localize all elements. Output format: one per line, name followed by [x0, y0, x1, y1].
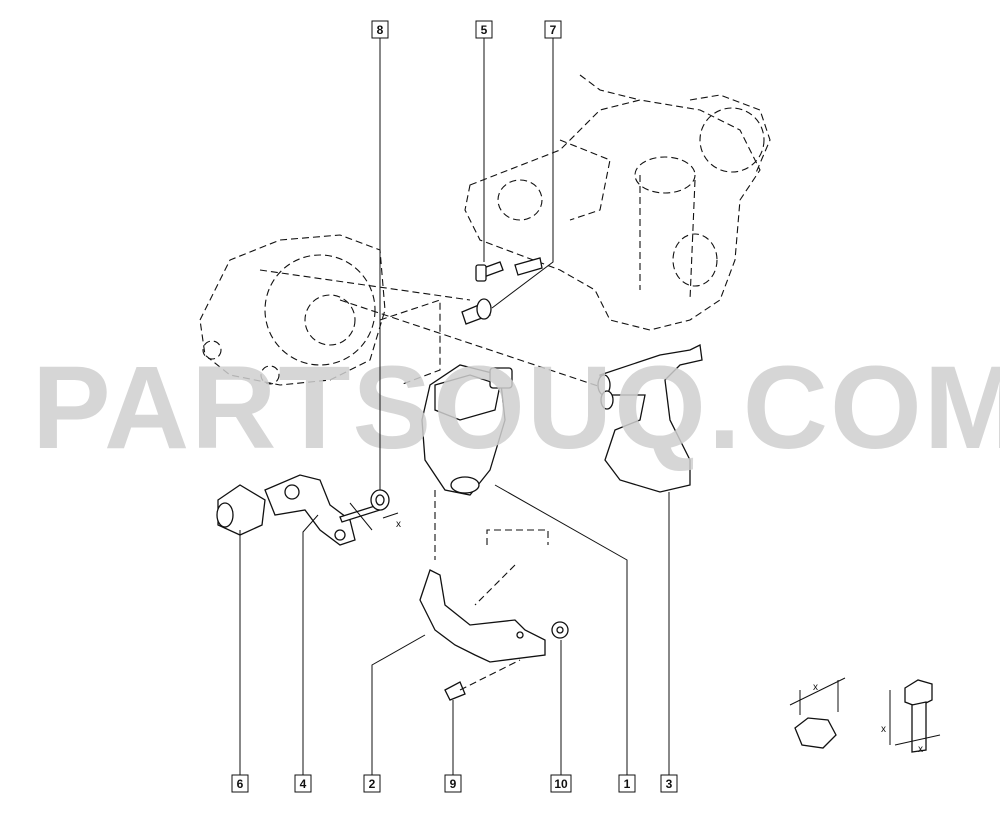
heat-shield-part-2 [419, 569, 546, 663]
callout-1[interactable]: 1 [618, 774, 636, 793]
svg-text:8: 8 [377, 23, 384, 37]
bolt-part-5 [475, 257, 543, 282]
svg-text:7: 7 [550, 23, 557, 37]
nut-dimension-icon: x [789, 677, 846, 749]
callout-5[interactable]: 5 [475, 20, 493, 39]
svg-text:x: x [918, 744, 923, 755]
nut-part-10 [551, 621, 569, 639]
callout-6[interactable]: 6 [231, 774, 249, 793]
callout-3[interactable]: 3 [660, 774, 678, 793]
svg-text:9: 9 [450, 777, 457, 791]
dimension-x-label: x [396, 519, 401, 530]
callout-8[interactable]: 8 [371, 20, 389, 39]
turbocharger-assembly [464, 74, 771, 331]
egr-valve-part-1 [421, 364, 513, 496]
bolt-dimension-icon: x x [881, 679, 941, 755]
callout-9[interactable]: 9 [444, 774, 462, 793]
svg-text:1: 1 [624, 777, 631, 791]
svg-text:x: x [813, 682, 818, 693]
bracket-part-4 [264, 474, 356, 546]
svg-text:x: x [881, 724, 886, 735]
svg-text:2: 2 [369, 777, 376, 791]
leader-lines [239, 38, 670, 775]
dashed-guide-lines [259, 269, 611, 606]
connector-part-6 [216, 484, 266, 536]
svg-text:4: 4 [300, 777, 307, 791]
watermark: PARTSOUQ.COM [32, 342, 1000, 474]
hose-part-3 [597, 344, 703, 493]
svg-text:3: 3 [666, 777, 673, 791]
svg-text:5: 5 [481, 23, 488, 37]
callout-2[interactable]: 2 [363, 774, 381, 793]
callout-4[interactable]: 4 [294, 774, 312, 793]
washer-part-8: x [339, 489, 401, 531]
svg-text:10: 10 [554, 777, 568, 791]
svg-text:6: 6 [237, 777, 244, 791]
bolt-part-9 [444, 659, 521, 701]
callout-10[interactable]: 10 [550, 774, 572, 793]
callout-7[interactable]: 7 [544, 20, 562, 39]
bolt-part-7 [461, 298, 492, 325]
vacuum-pump [199, 234, 441, 386]
